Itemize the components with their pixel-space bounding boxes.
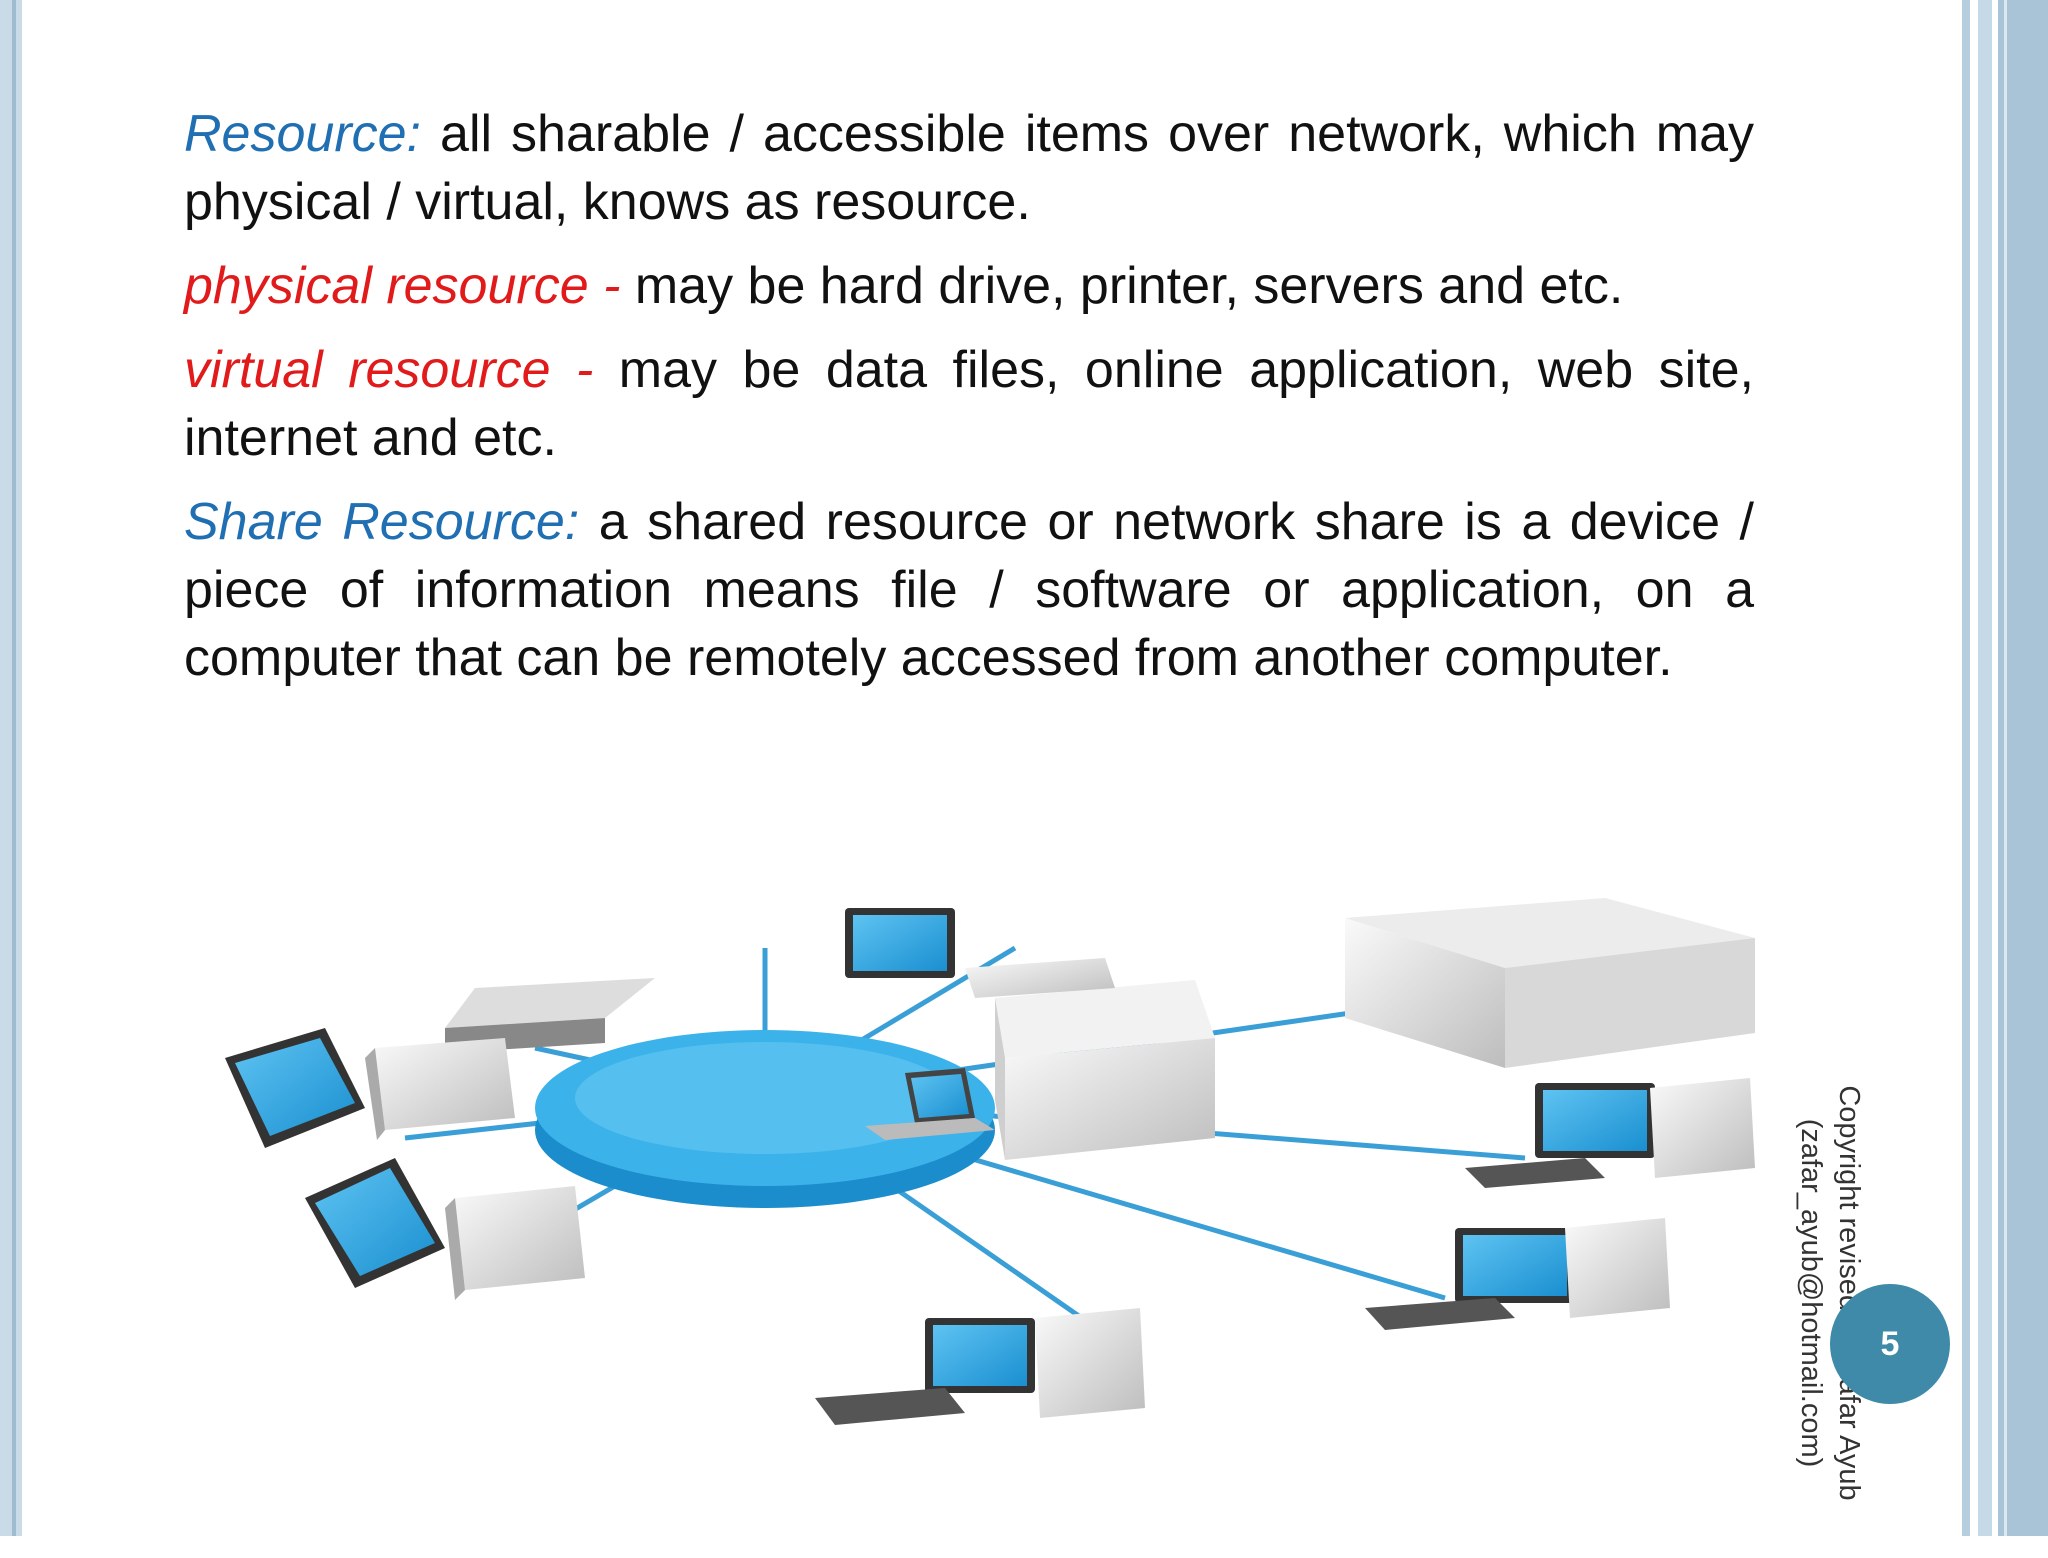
left-border bbox=[0, 0, 22, 1536]
page-number: 5 bbox=[1880, 1324, 1900, 1363]
workstation-icon bbox=[225, 1028, 515, 1148]
paragraph-virtual-resource: virtual resource - may be data files, on… bbox=[184, 336, 1754, 472]
network-diagram-icon bbox=[225, 898, 1755, 1425]
paragraph-resource: Resource: all sharable / accessible item… bbox=[184, 100, 1754, 236]
right-border-stripe bbox=[1978, 0, 1992, 1536]
copyright-note: Copyright revised for Zafar Ayub (zafar_… bbox=[1768, 1028, 1868, 1558]
slide-body: Resource: all sharable / accessible item… bbox=[184, 100, 1754, 708]
definition-share-resource: a shared resource or network share is a … bbox=[184, 493, 1754, 687]
workstation-icon bbox=[1465, 1078, 1755, 1188]
central-server-icon bbox=[995, 980, 1215, 1160]
paragraph-share-resource: Share Resource: a shared resource or net… bbox=[184, 488, 1754, 692]
workstation-icon bbox=[815, 1308, 1145, 1425]
term-resource: Resource: bbox=[184, 105, 421, 163]
definition-physical-resource: may be hard drive, printer, servers and … bbox=[620, 257, 1624, 315]
right-border-stripe bbox=[1962, 0, 1970, 1536]
page-number-badge: 5 bbox=[1830, 1284, 1950, 1404]
workstation-icon bbox=[1365, 1218, 1670, 1330]
term-physical-resource: physical resource - bbox=[184, 257, 621, 315]
term-virtual-resource: virtual resource - bbox=[184, 341, 594, 399]
network-hub bbox=[535, 1030, 995, 1208]
monitor-icon bbox=[845, 908, 1115, 998]
workstation-icon bbox=[305, 1158, 585, 1300]
paragraph-physical-resource: physical resource - may be hard drive, p… bbox=[184, 252, 1754, 320]
right-border-stripe bbox=[1998, 0, 2048, 1536]
server-rack-icon bbox=[1345, 898, 1755, 1068]
definition-resource: all sharable / accessible items over net… bbox=[184, 105, 1754, 231]
term-share-resource: Share Resource: bbox=[184, 493, 580, 551]
hub-laptop-icon bbox=[865, 1068, 995, 1140]
copyright-email: (zafar_ayub@hotmail.com) bbox=[1795, 1118, 1827, 1468]
definition-virtual-resource: may be data files, online application, w… bbox=[184, 341, 1754, 467]
